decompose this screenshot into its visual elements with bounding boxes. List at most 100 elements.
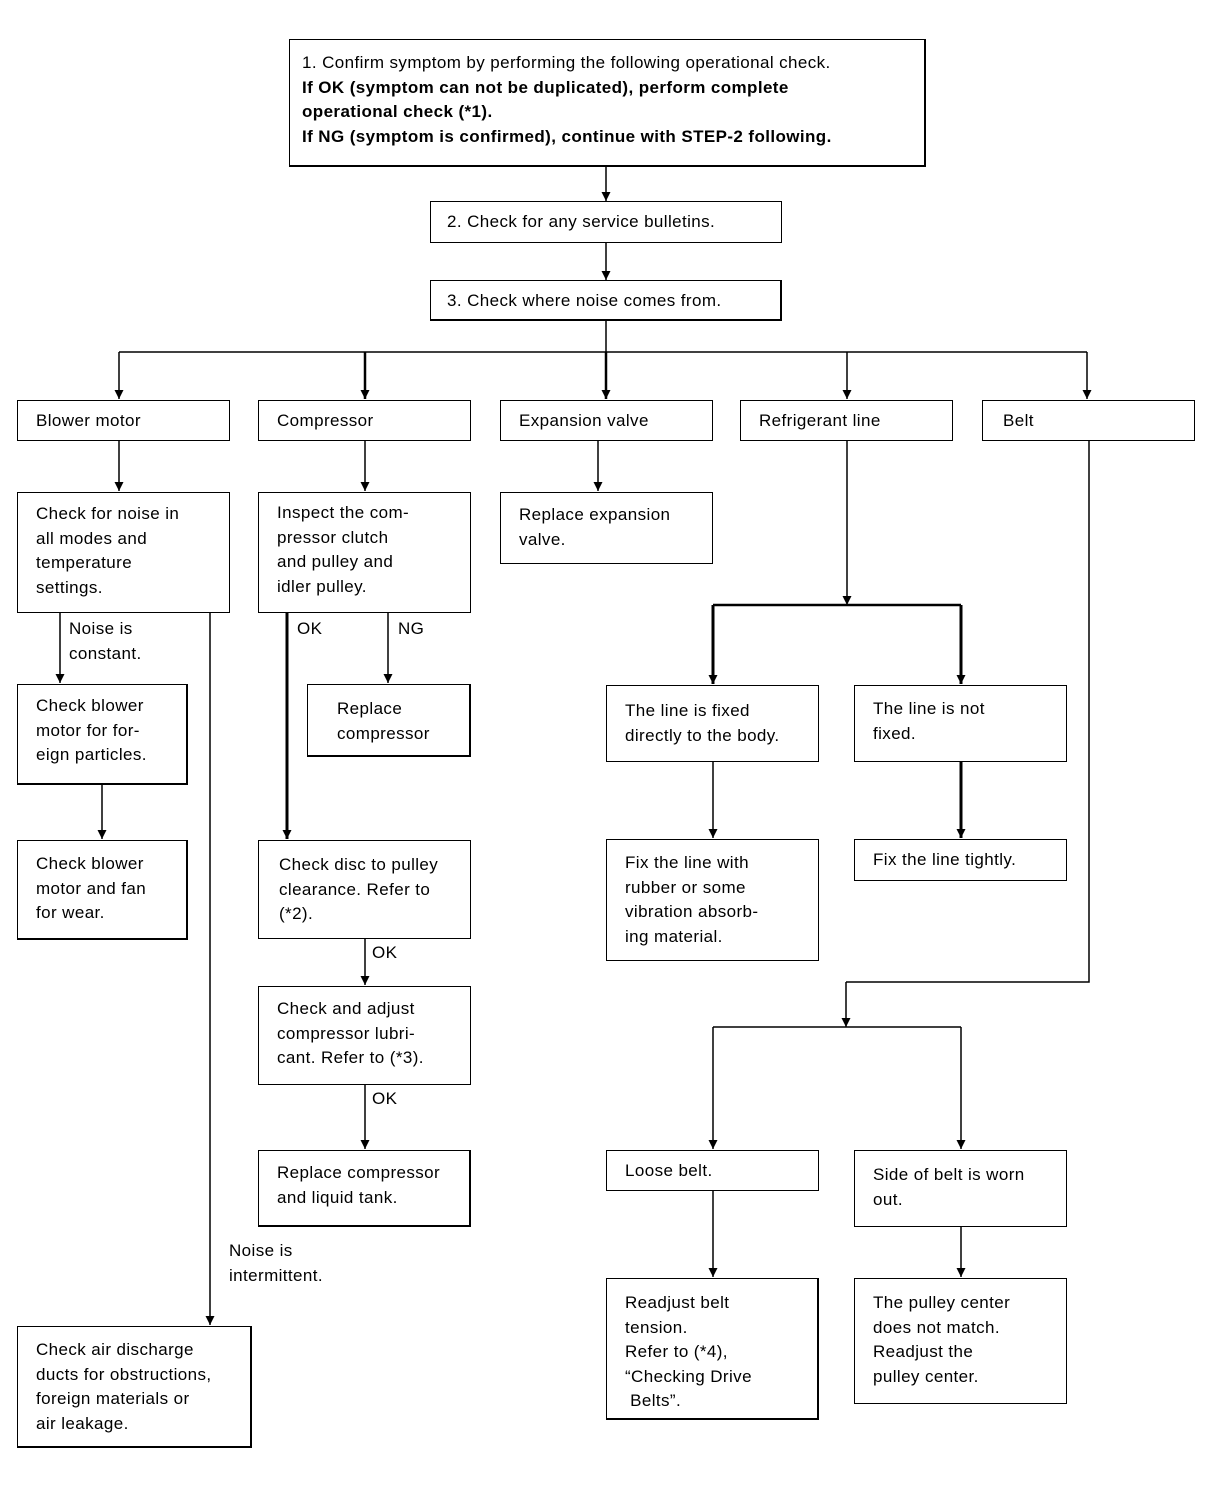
category-expansion-valve: Expansion valve — [500, 400, 713, 441]
readjust-line: tension. — [625, 1317, 688, 1337]
blower-check-noise-line: settings. — [36, 577, 103, 597]
line-not-fixed-line: fixed. — [873, 723, 917, 743]
step2-box: 2. Check for any service bulletins. — [430, 201, 782, 243]
foreign-particles-line: motor for for- — [36, 720, 140, 740]
air-ducts-line: foreign materials or — [36, 1389, 190, 1408]
fix-tightly-line: Fix the line tightly. — [873, 850, 1017, 869]
blower-check-noise-box: Check for noise in all modes and tempera… — [17, 492, 230, 613]
blower-check-noise-line: temperature — [36, 553, 133, 572]
air-ducts-line: ducts for obstructions, — [36, 1364, 212, 1384]
foreign-particles-line: eign particles. — [36, 745, 147, 764]
compressor-inspect-box: Inspect the com- pressor clutch and pull… — [258, 492, 471, 613]
noise-intermittent-line: intermittent. — [229, 1265, 324, 1285]
fan-wear-line: Check blower — [36, 854, 144, 873]
step1-line1: 1. Confirm symptom by performing the fol… — [302, 53, 831, 72]
noise-intermittent-line: Noise is — [229, 1241, 293, 1260]
category-blower-label: Blower motor — [36, 411, 141, 430]
readjust-line: Readjust belt — [625, 1293, 730, 1312]
category-belt-label: Belt — [1003, 411, 1034, 430]
replace-expansion-box: Replace expansion valve. — [500, 492, 713, 564]
disc-clearance-line: Check disc to pulley — [279, 855, 439, 874]
connector-belt-down — [846, 441, 1090, 983]
worn-belt-line: out. — [873, 1189, 903, 1209]
replace-expansion-line: Replace expansion — [519, 505, 671, 524]
foreign-particles-line: Check blower — [36, 696, 144, 715]
compressor-ok-label: OK — [297, 619, 323, 638]
step1-line4: If NG (symptom is confirmed), continue w… — [302, 126, 832, 146]
disc-ok-label: OK — [372, 943, 398, 962]
lubricant-line: compressor lubri- — [277, 1023, 416, 1043]
loose-belt-box: Loose belt. — [606, 1150, 819, 1191]
step3-text: 3. Check where noise comes from. — [447, 291, 722, 310]
step3-box: 3. Check where noise comes from. — [430, 280, 782, 321]
disc-clearance-line: clearance. Refer to — [279, 879, 431, 899]
loose-belt-line: Loose belt. — [625, 1161, 713, 1180]
line-fixed-box: The line is fixed directly to the body. — [606, 685, 819, 762]
readjust-line: Refer to (*4), — [625, 1342, 728, 1361]
blower-check-noise-line: all modes and — [36, 528, 148, 548]
inspect-line: pressor clutch — [277, 527, 389, 547]
fix-rubber-line: vibration absorb- — [625, 902, 759, 921]
replace-compressor-line: compressor — [337, 723, 430, 743]
line-not-fixed-box: The line is not fixed. — [854, 685, 1067, 762]
replace-tank-box: Replace compressor and liquid tank. — [258, 1150, 471, 1227]
replace-compressor-box: Replace compressor — [307, 684, 471, 757]
air-ducts-line: Check air discharge — [36, 1340, 194, 1359]
line-fixed-line: directly to the body. — [625, 725, 780, 745]
worn-belt-box: Side of belt is worn out. — [854, 1150, 1067, 1227]
blower-fan-wear-box: Check blower motor and fan for wear. — [17, 840, 188, 940]
fix-rubber-line: ing material. — [625, 926, 723, 946]
readjust-line: “Checking Drive — [625, 1366, 752, 1386]
step2-text: 2. Check for any service bulletins. — [447, 212, 716, 231]
fix-tightly-box: Fix the line tightly. — [854, 839, 1067, 881]
inspect-line: idler pulley. — [277, 576, 367, 596]
category-compressor: Compressor — [258, 400, 471, 441]
category-blower-motor: Blower motor — [17, 400, 230, 441]
noise-constant-label: Noise is constant. — [69, 617, 142, 666]
replace-compressor-line: Replace — [337, 699, 403, 718]
category-belt: Belt — [982, 400, 1195, 441]
lubricant-box: Check and adjust compressor lubri- cant.… — [258, 986, 471, 1085]
category-refrigerant-label: Refrigerant line — [759, 411, 881, 430]
fix-rubber-line: Fix the line with — [625, 853, 749, 872]
category-compressor-label: Compressor — [277, 411, 374, 430]
disc-clearance-box: Check disc to pulley clearance. Refer to… — [258, 840, 471, 939]
blower-check-noise-line: Check for noise in — [36, 504, 180, 523]
inspect-line: Inspect the com- — [277, 503, 410, 522]
pulley-center-line: pulley center. — [873, 1366, 979, 1386]
blower-foreign-particles-box: Check blower motor for for- eign particl… — [17, 684, 188, 785]
fan-wear-line: motor and fan — [36, 878, 147, 898]
compressor-ng-label: NG — [398, 619, 425, 638]
fix-rubber-line: rubber or some — [625, 877, 746, 897]
line-not-fixed-line: The line is not — [873, 699, 985, 718]
pulley-center-line: does not match. — [873, 1317, 1000, 1337]
inspect-line: and pulley and — [277, 552, 394, 571]
disc-clearance-line: (*2). — [279, 904, 314, 923]
replace-tank-line: Replace compressor — [277, 1163, 441, 1182]
step1-line2: If OK (symptom can not be duplicated), p… — [302, 77, 789, 97]
lubricant-ok-label: OK — [372, 1089, 398, 1108]
step1-box: 1. Confirm symptom by performing the fol… — [289, 39, 926, 167]
replace-tank-line: and liquid tank. — [277, 1187, 398, 1207]
noise-constant-line: constant. — [69, 643, 142, 663]
blower-air-ducts-box: Check air discharge ducts for obstructio… — [17, 1326, 252, 1448]
category-refrigerant-line: Refrigerant line — [740, 400, 953, 441]
line-fixed-line: The line is fixed — [625, 701, 750, 720]
fix-rubber-box: Fix the line with rubber or some vibrati… — [606, 839, 819, 961]
air-ducts-line: air leakage. — [36, 1413, 129, 1433]
readjust-belt-box: Readjust belt tension. Refer to (*4), “C… — [606, 1278, 819, 1420]
pulley-center-line: The pulley center — [873, 1293, 1011, 1312]
lubricant-line: Check and adjust — [277, 999, 415, 1018]
readjust-line: Belts”. — [625, 1391, 682, 1410]
noise-intermittent-label: Noise is intermittent. — [229, 1239, 323, 1288]
fan-wear-line: for wear. — [36, 903, 105, 922]
lubricant-line: cant. Refer to (*3). — [277, 1048, 424, 1067]
replace-expansion-line: valve. — [519, 529, 566, 549]
noise-constant-line: Noise is — [69, 619, 133, 638]
step1-line3: operational check (*1). — [302, 102, 493, 121]
worn-belt-line: Side of belt is worn — [873, 1165, 1025, 1184]
pulley-center-line: Readjust the — [873, 1342, 974, 1361]
category-expansion-label: Expansion valve — [519, 411, 649, 430]
pulley-center-box: The pulley center does not match. Readju… — [854, 1278, 1067, 1404]
